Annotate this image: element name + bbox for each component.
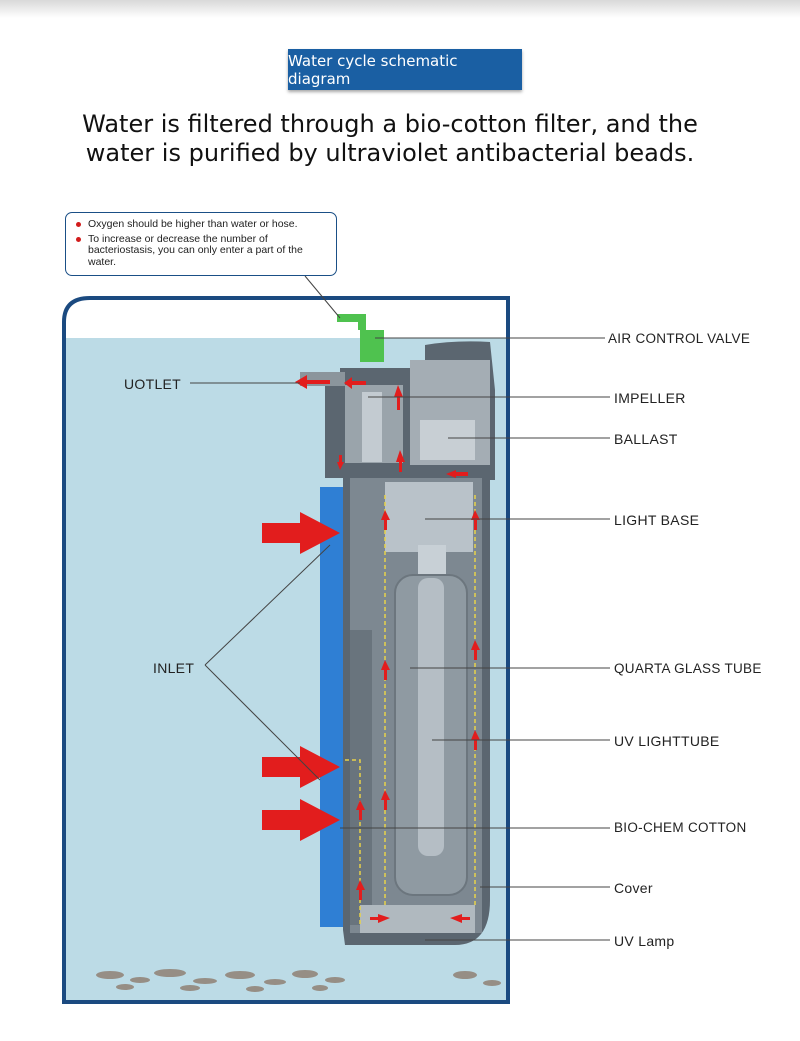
impeller: [362, 392, 382, 462]
diagram-title-banner: Water cycle schematic diagram: [288, 49, 522, 90]
headline-line-2: water is purified by ultraviolet antibac…: [85, 139, 695, 167]
bullet-dot-icon: [76, 222, 81, 227]
bullet-dot-icon: [76, 236, 81, 242]
label-air-control-valve: AIR CONTROL VALVE: [608, 331, 751, 346]
uv-light-tube: [418, 578, 444, 856]
leader-lines: [190, 275, 610, 941]
intake-panel: [320, 487, 345, 927]
label-uv-lamp: UV Lamp: [614, 933, 675, 949]
label-light-base: LIGHT BASE: [614, 512, 700, 528]
note-text: To increase or decrease the number of ba…: [88, 232, 303, 268]
flow-path-lines: [345, 495, 476, 925]
top-shadow: [0, 0, 800, 18]
air-hose: [337, 314, 366, 330]
bio-chem-cotton: [350, 630, 372, 925]
light-base: [385, 482, 473, 552]
label-uv-lighttube: UV LIGHTTUBE: [614, 733, 720, 749]
label-cover: Cover: [614, 880, 653, 896]
label-bio-chem-cotton: BIO-CHEM COTTON: [614, 820, 747, 835]
note-item: To increase or decrease the number of ba…: [74, 232, 328, 269]
label-ballast: BALLAST: [614, 431, 678, 447]
banner-text: Water cycle schematic diagram: [288, 51, 458, 88]
air-control-valve: [360, 330, 384, 362]
note-text: Oxygen should be higher than water or ho…: [88, 218, 298, 230]
gravel: [96, 969, 501, 992]
headline: Water is filtered through a bio-cotton f…: [40, 110, 740, 168]
label-outlet: UOTLET: [124, 376, 182, 392]
ballast-block: [420, 420, 475, 460]
label-impeller: IMPELLER: [614, 390, 686, 406]
label-quarta-glass-tube: QUARTA GLASS TUBE: [614, 661, 762, 676]
notes-box: Oxygen should be higher than water or ho…: [65, 212, 337, 276]
label-inlet: INLET: [153, 660, 195, 676]
headline-line-1: Water is filtered through a bio-cotton f…: [82, 110, 698, 138]
note-item: Oxygen should be higher than water or ho…: [74, 218, 328, 231]
